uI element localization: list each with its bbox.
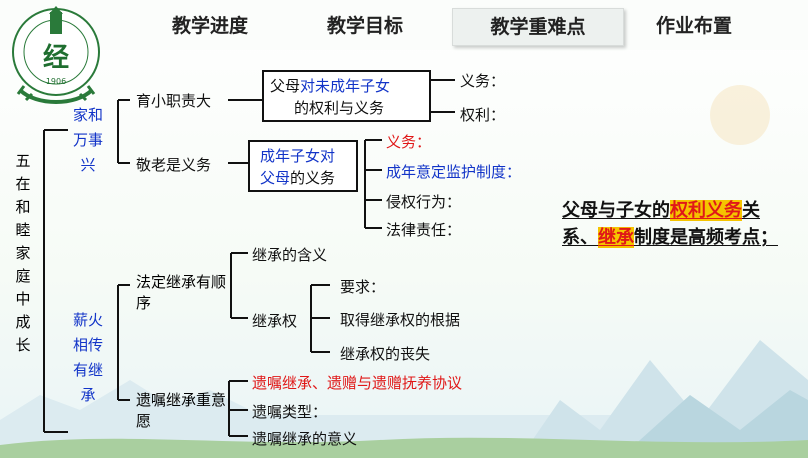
branch-raise-children: 育小职责大 <box>136 92 212 110</box>
tab-key-points[interactable]: 教学重难点 <box>452 8 624 46</box>
box-parent-a: 父母 <box>270 77 301 95</box>
guardianship-label: 成年意定监护制度： <box>386 163 522 181</box>
box-parent-b: 对未成年子女 <box>300 77 391 95</box>
tab-homework[interactable]: 作业布置 <box>655 15 732 37</box>
note-e: 制度是高频考点； <box>634 227 778 248</box>
section-inherit: 薪火相传有继承 <box>72 311 103 404</box>
duty-label-2: 义务： <box>386 133 432 151</box>
note-a: 父母与子女的 <box>562 200 670 221</box>
right-label-1: 权利： <box>460 106 506 124</box>
svg-text:经: 经 <box>43 42 69 73</box>
right-loss: 继承权的丧失 <box>340 345 431 363</box>
tab-progress[interactable]: 教学进度 <box>171 15 248 37</box>
branch-respect-elders: 敬老是义务 <box>136 156 212 174</box>
will-meaning-label: 遗嘱继承的意义 <box>252 430 358 448</box>
requirement-label: 要求： <box>340 278 386 296</box>
duty-label-1: 义务： <box>460 72 506 90</box>
key-point-note: 父母与子女的权利义务关系、继承制度是高频考点； <box>562 197 790 251</box>
section-home: 家和万事兴 <box>72 106 103 174</box>
box-child-duties: 成年子女对 父母的义务 <box>248 140 358 192</box>
box-child-a: 成年子女对 <box>260 147 336 165</box>
will-types-label: 遗嘱类型： <box>252 403 328 421</box>
will-bequest-label: 遗嘱继承、遗赠与遗赠抚养协议 <box>252 374 463 392</box>
inheritance-meaning: 继承的含义 <box>252 246 328 264</box>
box-parent-c: 的权利与义务 <box>294 99 385 117</box>
box-parent-rights: 父母对未成年子女 的权利与义务 <box>262 70 431 122</box>
main-title: 五在和睦家庭中成长 <box>15 152 31 354</box>
school-logo: 经 1906 <box>12 6 100 104</box>
note-c: 关系、 <box>562 200 760 248</box>
svg-text:1906: 1906 <box>46 77 66 86</box>
tort-label: 侵权行为： <box>386 193 462 211</box>
note-b: 权利义务 <box>670 200 742 221</box>
liability-label: 法律责任： <box>386 221 462 239</box>
right-basis: 取得继承权的根据 <box>340 311 461 329</box>
note-d: 继承 <box>598 227 634 248</box>
box-child-c: 的义务 <box>290 169 336 187</box>
box-child-b: 父母 <box>260 169 291 187</box>
branch-will-inheritance: 遗嘱继承重意愿 <box>136 391 227 430</box>
branch-statutory-inheritance: 法定继承有顺序 <box>136 273 227 312</box>
tab-objectives[interactable]: 教学目标 <box>326 15 403 37</box>
inheritance-right: 继承权 <box>252 312 298 330</box>
nav-bar <box>0 0 808 50</box>
